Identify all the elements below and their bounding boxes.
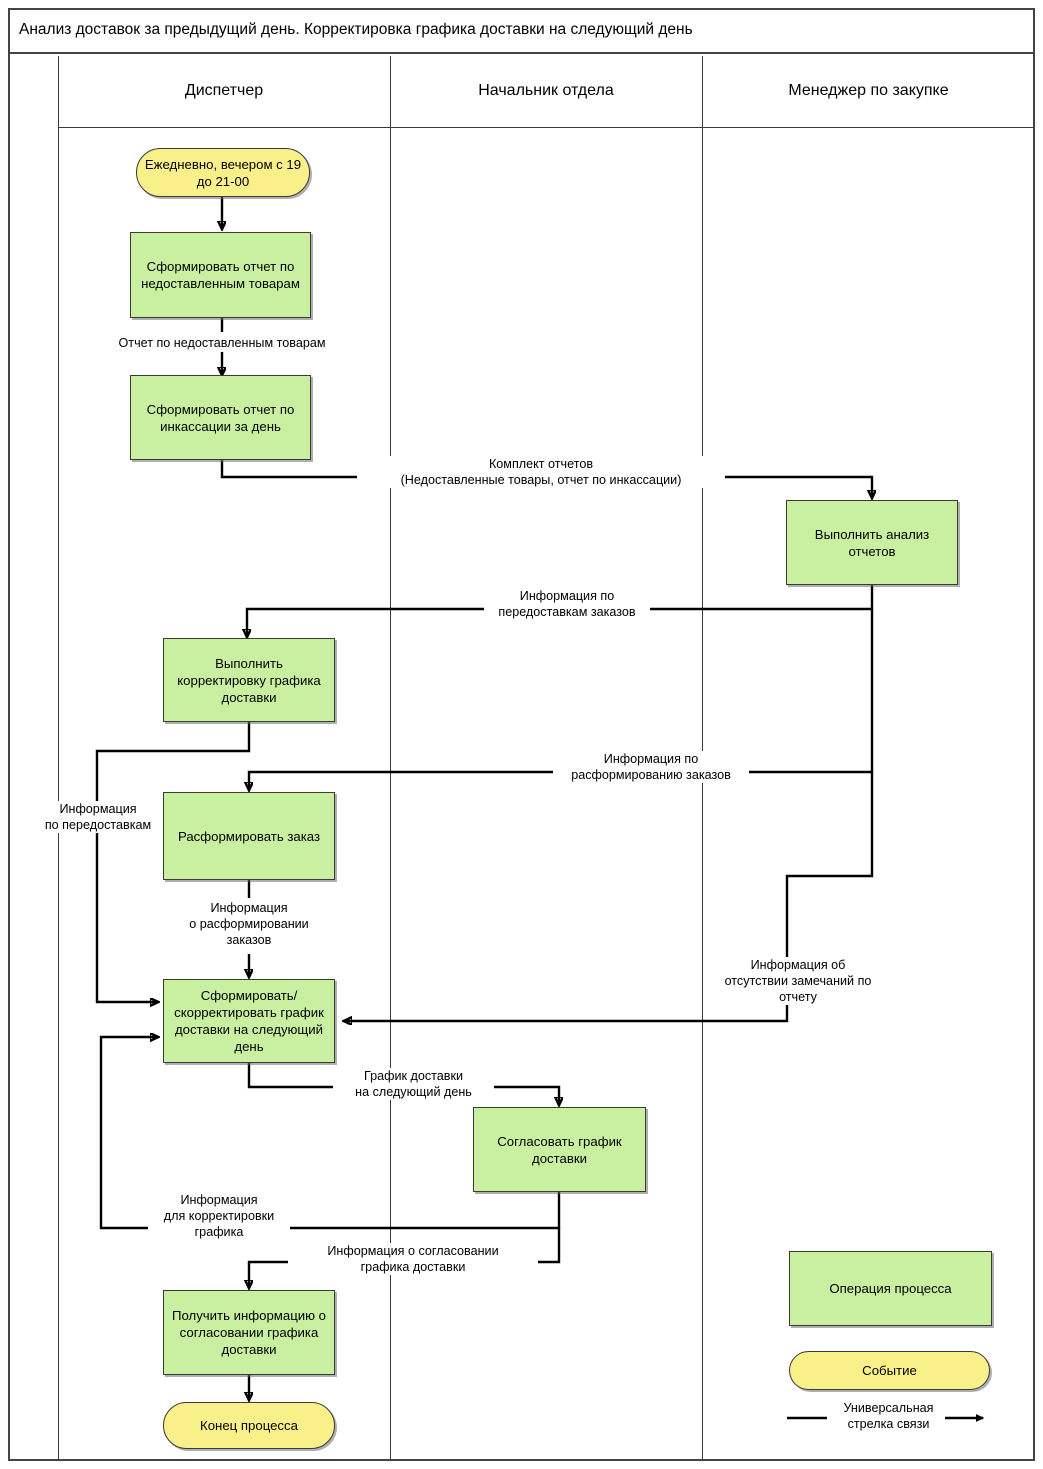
node-label: Сформировать отчет по недоставленным тов… [141, 259, 300, 291]
node-start-event[interactable]: Ежедневно, вечером с 19 до 21-00 [136, 148, 310, 197]
flow-label-redelivery-info: Информация по передоставкам заказов [484, 588, 650, 620]
flow-label-disband-info-lane: Информация по расформированию заказов [553, 751, 749, 783]
legend-arrow-label: Универсальная стрелка связи [843, 1401, 934, 1431]
node-label: Сформировать/ скорректировать график дос… [174, 988, 324, 1054]
node-label: Получить информацию о согласовании графи… [172, 1308, 326, 1357]
node-label: Расформировать заказ [177, 828, 321, 844]
lane-header-dispatcher: Диспетчер [58, 56, 390, 126]
node-label: Конец процесса [200, 1418, 298, 1433]
node-adjust-schedule[interactable]: Выполнить корректировку графика доставки [163, 638, 335, 722]
legend-process-shape: Операция процесса [789, 1251, 992, 1326]
legend-process-label: Операция процесса [829, 1281, 952, 1296]
flow-label-redelivery-info-left: Информация по передоставкам [34, 801, 162, 833]
flow-label-correction-info: Информация для корректировки графика [148, 1192, 290, 1240]
node-label: Выполнить анализ отчетов [814, 526, 930, 559]
legend-arrow-icon [787, 1414, 985, 1422]
flow-label-disband-info: Информация о расформировании заказов [160, 900, 338, 948]
lane-header-label: Диспетчер [184, 82, 264, 99]
flow-label-undelivered-report: Отчет по недоставленным товарам [76, 335, 368, 351]
page-title: Анализ доставок за предыдущий день. Корр… [19, 21, 693, 38]
lane-header-head-of-department: Начальник отдела [390, 56, 702, 126]
flow-label-report-set: Комплект отчетов (Недоставленные товары,… [357, 456, 725, 488]
node-receive-approval-info[interactable]: Получить информацию о согласовании графи… [163, 1290, 335, 1375]
node-label: Сформировать отчет по инкассации за день [146, 401, 295, 434]
legend-event-label: Событие [862, 1363, 917, 1378]
lane-header-label: Менеджер по закупке [788, 82, 949, 99]
lane-separator-1 [390, 56, 391, 1461]
node-label: Выполнить корректировку графика доставки [177, 655, 321, 705]
node-disband-order[interactable]: Расформировать заказ [163, 792, 335, 880]
node-label: Ежедневно, вечером с 19 до 21-00 [144, 156, 302, 189]
node-analyze-reports[interactable]: Выполнить анализ отчетов [786, 500, 958, 585]
node-report-undelivered[interactable]: Сформировать отчет по недоставленным тов… [130, 232, 311, 318]
node-report-collection[interactable]: Сформировать отчет по инкассации за день [130, 375, 311, 460]
legend-event-shape: Событие [789, 1351, 990, 1390]
flow-label-no-remarks-info: Информация об отсутствии замечаний по от… [703, 957, 893, 1005]
node-approve-schedule[interactable]: Согласовать график доставки [473, 1107, 646, 1192]
node-create-correct-schedule[interactable]: Сформировать/ скорректировать график дос… [163, 979, 335, 1063]
diagram-title-band: Анализ доставок за предыдущий день. Корр… [8, 8, 1035, 54]
lane-header-separator [58, 127, 1035, 128]
lane-header-purchasing-manager: Менеджер по закупке [702, 56, 1035, 126]
node-label: Согласовать график доставки [497, 1133, 622, 1166]
flow-label-next-day-schedule: График доставки на следующий день [333, 1068, 494, 1100]
flow-label-approval-info: Информация о согласовании графика достав… [288, 1243, 538, 1275]
lane-header-label: Начальник отдела [478, 82, 614, 99]
diagram-frame [8, 8, 1035, 1461]
lane-separator-margin [58, 56, 59, 1461]
node-end-event[interactable]: Конец процесса [163, 1402, 335, 1449]
